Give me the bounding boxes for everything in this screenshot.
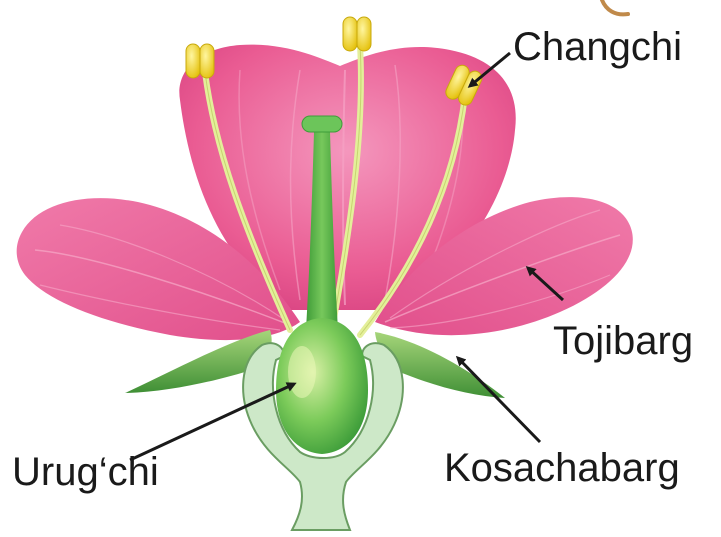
anther-left [186,44,214,78]
label-ovary: Urug‘chi [12,452,159,492]
anther-center [343,17,371,51]
arrow-sepal [458,358,540,442]
label-sepal: Kosachabarg [444,448,680,488]
stem-accent [602,0,628,14]
label-petal: Tojibarg [553,321,693,361]
label-anther: Changchi [513,27,682,67]
stigma [302,116,342,132]
